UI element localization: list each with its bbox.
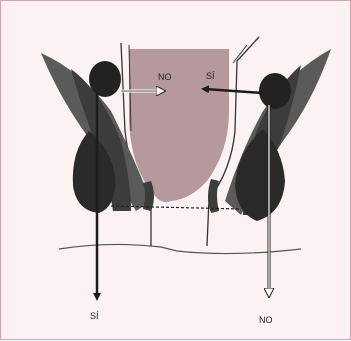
right-upper-node xyxy=(259,73,291,109)
label-bottom-right: NO xyxy=(259,315,273,325)
label-top-right: SÍ xyxy=(206,71,215,81)
label-top-left: NO xyxy=(158,72,172,82)
skin-line xyxy=(59,244,301,253)
label-bottom-left: SÍ xyxy=(90,311,99,321)
rectal-wall-right-inner xyxy=(233,45,247,63)
left-upper-node xyxy=(89,61,121,97)
